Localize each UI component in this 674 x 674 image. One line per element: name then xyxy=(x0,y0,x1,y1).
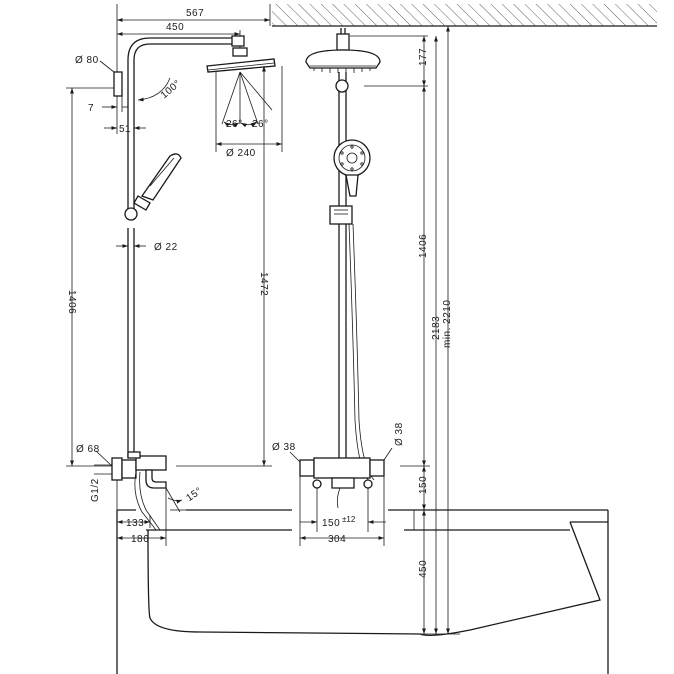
bathtub-side xyxy=(116,509,292,674)
ceiling xyxy=(272,4,657,27)
dim-450-tub-label: 450 xyxy=(418,560,429,578)
dim-177-label: 177 xyxy=(418,48,429,66)
dim-2210: min. 2210 xyxy=(442,26,453,634)
shower-hose xyxy=(348,223,375,483)
dim-186-label: 186 xyxy=(131,534,149,545)
dim-51-label: 51 xyxy=(119,124,131,135)
mixer-front: Ø 38 Ø 38 xyxy=(272,422,405,532)
mixer-end-dia-left-label: Ø 38 xyxy=(272,442,296,453)
dim-177: 177 xyxy=(418,36,429,86)
dim-450-tub: 450 xyxy=(416,510,460,635)
overhead-head-front xyxy=(305,28,428,87)
riser-pipe-front xyxy=(335,72,349,466)
dim-7: 7 xyxy=(88,96,128,114)
mixer-end-dia-right-label: Ø 38 xyxy=(394,422,405,446)
bracket-dia-label: Ø 80 xyxy=(75,55,99,66)
head-dia-label: Ø 240 xyxy=(226,148,256,159)
arm-angle-label: 100° xyxy=(159,78,183,101)
dim-567: 567 xyxy=(116,4,271,75)
dim-150-height-label: 150 xyxy=(418,476,429,494)
dim-2210-label: min. 2210 xyxy=(442,300,453,348)
dim-7-label: 7 xyxy=(88,103,94,114)
mixer-dia-label: Ø 68 xyxy=(76,444,100,455)
riser-pipe-side xyxy=(127,35,245,458)
dim-1406-left-label: 1406 xyxy=(66,290,77,314)
pipe-dia-label: Ø 22 xyxy=(154,242,178,253)
dim-304: 304 xyxy=(299,476,385,546)
dim-2183: 2183 xyxy=(431,36,442,634)
spray-angle-left-label: 26° xyxy=(226,119,243,130)
dim-1406-right: 1406 xyxy=(400,86,430,467)
spray-nozzles xyxy=(313,68,371,73)
dim-150-height: 150 xyxy=(418,466,429,510)
dim-1472: 1472 xyxy=(176,66,272,467)
spray-angle-right-label: 26° xyxy=(252,119,269,130)
inlet-spacing-label: 150 xyxy=(322,518,340,529)
front-view: Ø 38 Ø 38 150 ±12 304 xyxy=(147,26,609,674)
inlet-tolerance-label: ±12 xyxy=(342,515,356,524)
hand-shower-side: Ø 22 xyxy=(116,153,182,253)
arm-angle: 100° xyxy=(137,77,183,102)
dim-1406-right-label: 1406 xyxy=(418,234,429,258)
bathtub-front xyxy=(147,509,609,674)
dim-133-label: 133 xyxy=(126,518,144,529)
spout-angle-label: 15° xyxy=(184,485,204,504)
wall-bracket: Ø 80 xyxy=(75,55,123,97)
dim-1406-left: 1406 xyxy=(66,87,118,467)
side-view: 567 450 Ø 80 100° xyxy=(66,4,292,674)
dim-2183-label: 2183 xyxy=(431,316,442,340)
hand-shower-nozzles xyxy=(340,145,364,171)
dim-inlet-spacing: 150 ±12 xyxy=(300,515,386,529)
dim-51: 51 xyxy=(104,96,146,135)
inlet-thread-label: G1/2 xyxy=(90,478,101,502)
dim-304-label: 304 xyxy=(328,534,346,545)
dim-1472-label: 1472 xyxy=(258,272,269,296)
dim-186: 186 xyxy=(117,488,167,546)
overhead-head-side: 26° 26° Ø 240 xyxy=(206,47,283,159)
dim-450-label: 450 xyxy=(166,22,184,33)
dim-567-label: 567 xyxy=(186,8,204,19)
hand-shower-front xyxy=(329,139,371,225)
